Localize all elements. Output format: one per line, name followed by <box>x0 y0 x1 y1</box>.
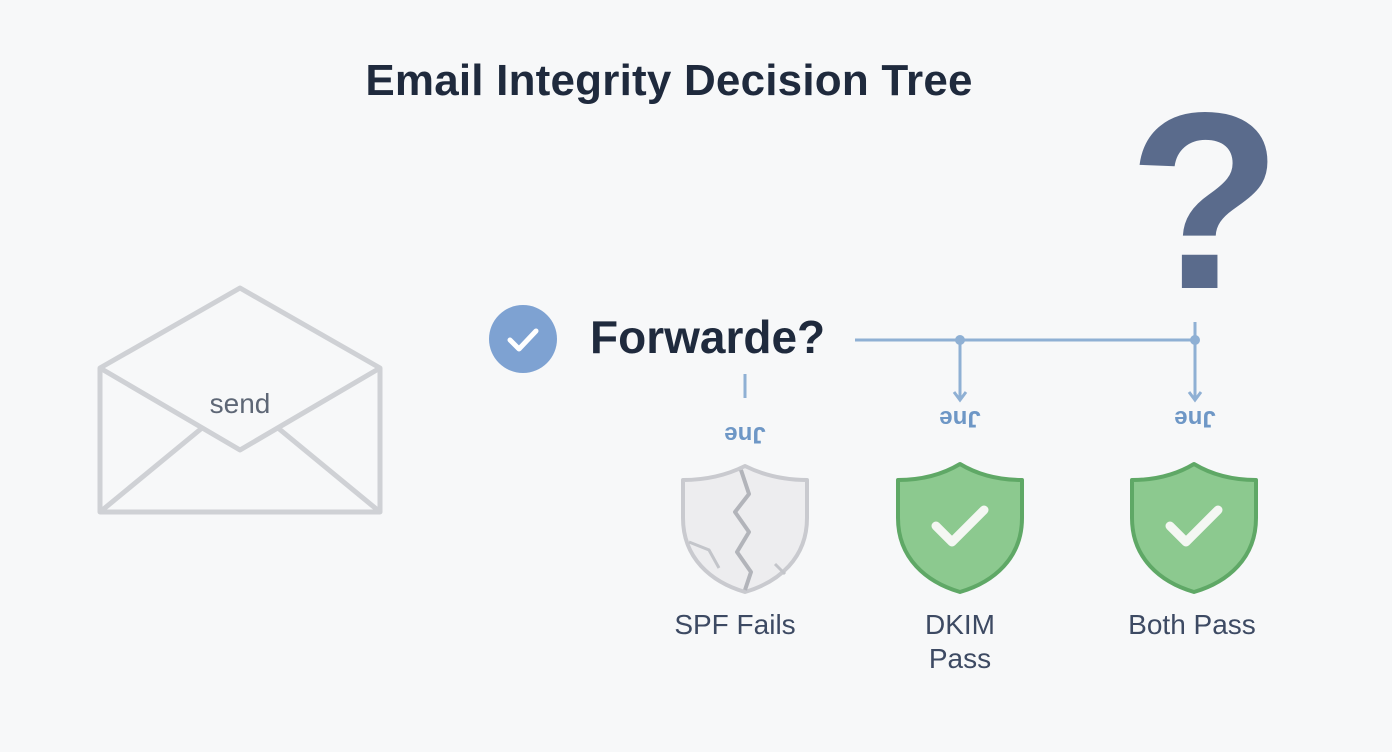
edge-label-spf: Jne <box>724 421 766 448</box>
outcome-label-dkim: DKIM Pass <box>925 609 995 674</box>
diagram-title: Email Integrity Decision Tree <box>365 56 973 105</box>
pass-shield-icon <box>1124 458 1264 598</box>
arrowhead-icon <box>952 391 968 403</box>
question-mark-icon: ? <box>1128 61 1282 342</box>
outcome-label-both: Both Pass <box>1128 609 1256 640</box>
check-circle-icon <box>488 304 558 374</box>
broken-shield-icon <box>675 458 815 598</box>
arrowhead-icon <box>1187 391 1203 403</box>
outcome-label-spf: SPF Fails <box>674 609 796 640</box>
envelope-icon <box>92 280 388 520</box>
edge-label-both: Jne <box>1174 405 1216 432</box>
envelope-label: send <box>209 388 271 419</box>
edge-label-dkim: Jne <box>939 405 981 432</box>
decision-label: Forwarde? <box>590 311 826 363</box>
pass-shield-icon <box>890 458 1030 598</box>
